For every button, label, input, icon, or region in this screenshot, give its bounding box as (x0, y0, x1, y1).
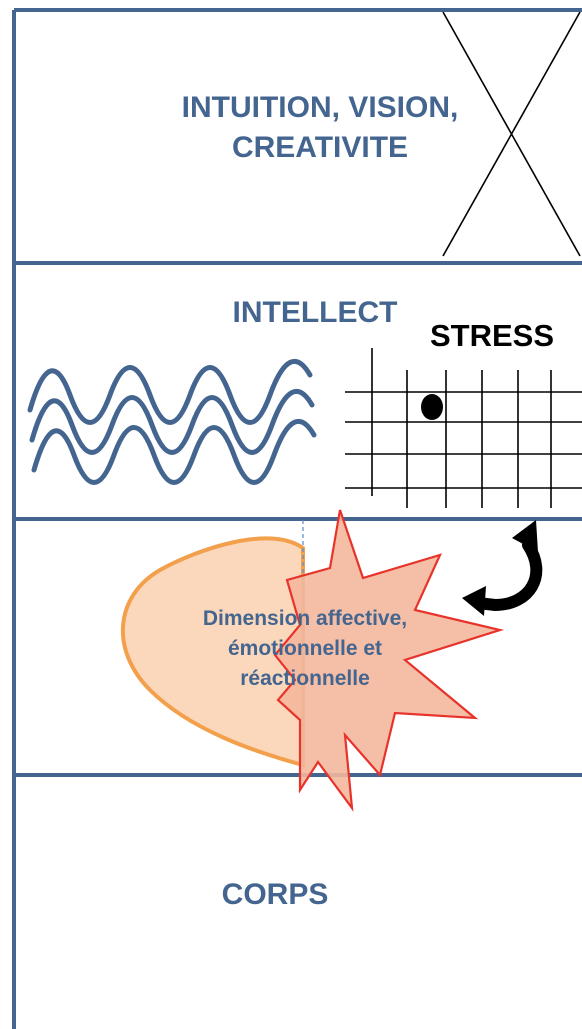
wave-icon (27, 359, 317, 485)
intuition-label: INTUITION, VISION, CREATIVITE (181, 91, 459, 164)
dot-icon (421, 394, 443, 420)
intellect-label: INTELLECT (232, 296, 398, 329)
stress-label: STRESS (430, 318, 555, 353)
level-frame (12, 8, 582, 1029)
grid-icon (345, 348, 582, 508)
cross-icon (442, 11, 581, 257)
body-label: CORPS (221, 878, 329, 911)
explosion-icon (273, 509, 505, 812)
heart-icon (120, 536, 305, 768)
affective-dimension-label: Dimension affective, émotionnelle et réa… (202, 607, 408, 690)
curved-arrow-icon (462, 520, 543, 616)
